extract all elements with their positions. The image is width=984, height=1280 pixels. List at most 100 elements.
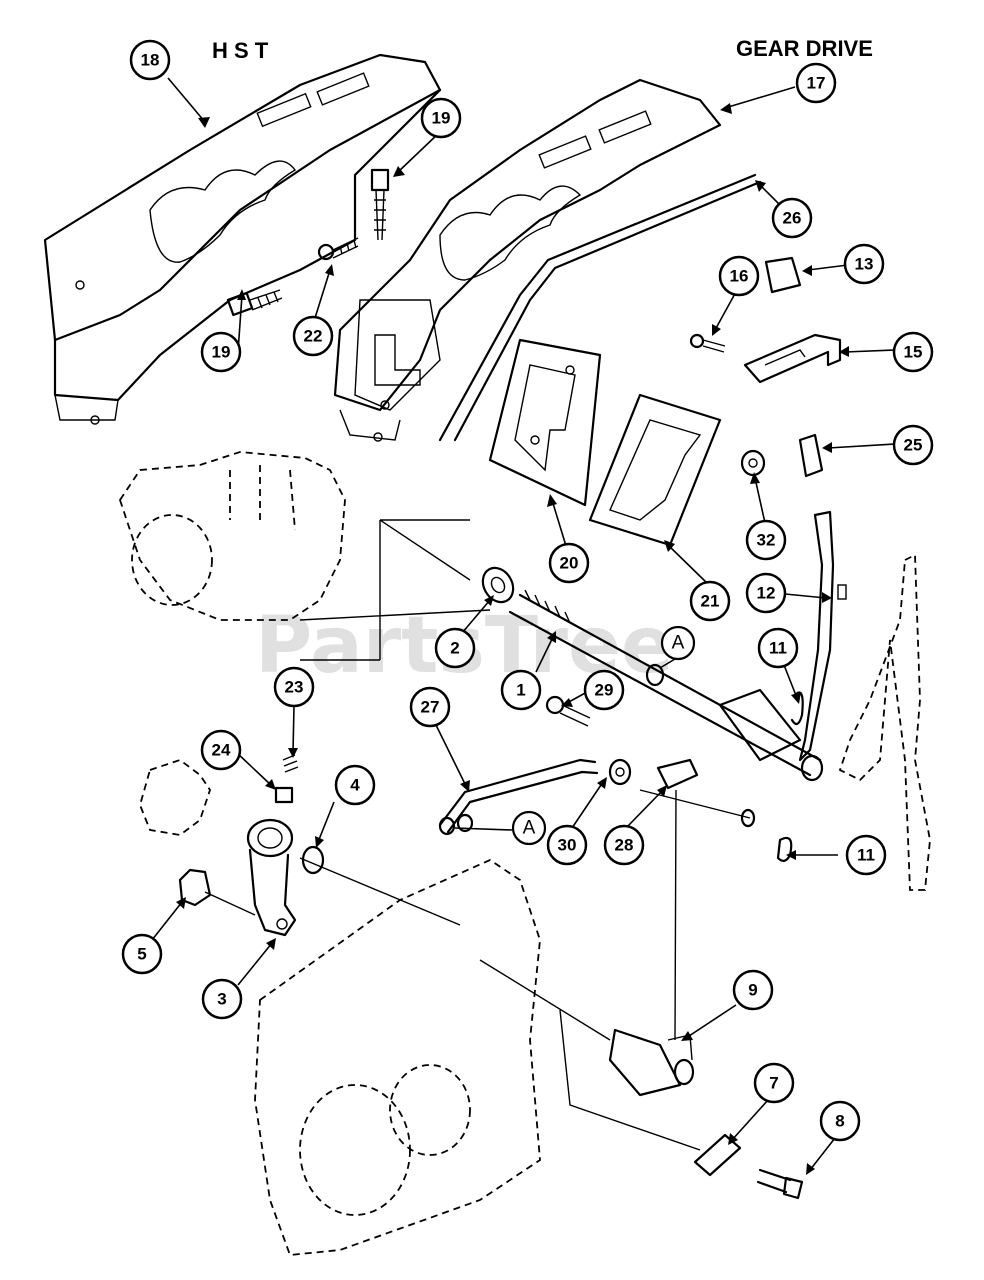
callout-2: 2 bbox=[434, 627, 476, 669]
callout-8: 8 bbox=[819, 1100, 861, 1142]
svg-text:A: A bbox=[523, 818, 536, 839]
svg-text:A: A bbox=[672, 633, 685, 654]
part-19-bolt-lower bbox=[226, 289, 283, 317]
callout-11-upper: 11 bbox=[757, 627, 799, 669]
svg-text:17: 17 bbox=[807, 74, 826, 93]
callout-19-lower: 19 bbox=[200, 331, 242, 373]
part-9-shaft bbox=[608, 1028, 695, 1097]
part-12-lever bbox=[798, 510, 847, 762]
callout-15: 15 bbox=[892, 331, 934, 373]
svg-text:23: 23 bbox=[285, 678, 304, 697]
svg-text:26: 26 bbox=[783, 209, 802, 228]
part-22-screw bbox=[317, 237, 359, 261]
callout-23: 23 bbox=[273, 666, 315, 708]
svg-text:18: 18 bbox=[141, 51, 160, 70]
part-8-bolt bbox=[756, 1168, 804, 1200]
svg-text:19: 19 bbox=[212, 343, 231, 362]
svg-text:20: 20 bbox=[560, 554, 579, 573]
part-1-shaft bbox=[508, 589, 824, 782]
transmission-outline-lower bbox=[139, 758, 541, 1256]
part-3-arm bbox=[246, 818, 297, 937]
part-7-plate bbox=[693, 1133, 742, 1177]
part-20-plate bbox=[488, 338, 602, 507]
svg-text:16: 16 bbox=[730, 267, 749, 286]
svg-text:11: 11 bbox=[769, 639, 787, 658]
callout-21: 21 bbox=[689, 580, 731, 622]
part-19-bolt-upper bbox=[370, 168, 390, 241]
callout-19-upper: 19 bbox=[420, 97, 462, 139]
svg-text:2: 2 bbox=[450, 639, 459, 658]
svg-text:19: 19 bbox=[432, 109, 451, 128]
svg-text:15: 15 bbox=[904, 343, 923, 362]
callout-26: 26 bbox=[771, 197, 813, 239]
reference-mark-a-lower: A bbox=[511, 810, 547, 846]
svg-text:1: 1 bbox=[516, 681, 525, 700]
svg-text:29: 29 bbox=[595, 681, 614, 700]
centerline-arm bbox=[204, 857, 461, 926]
svg-text:30: 30 bbox=[558, 836, 577, 855]
callout-leaders bbox=[151, 77, 896, 1175]
svg-text:22: 22 bbox=[304, 327, 323, 346]
part-28-swivel bbox=[656, 758, 699, 1041]
callout-16: 16 bbox=[718, 255, 760, 297]
callout-7: 7 bbox=[753, 1062, 795, 1104]
svg-text:28: 28 bbox=[615, 836, 634, 855]
callout-3: 3 bbox=[201, 978, 243, 1020]
svg-text:25: 25 bbox=[904, 436, 923, 455]
part-30-nut bbox=[608, 758, 632, 786]
callout-27: 27 bbox=[409, 686, 451, 728]
callout-1: 1 bbox=[500, 669, 542, 711]
callout-25: 25 bbox=[892, 424, 934, 466]
callout-5: 5 bbox=[121, 933, 163, 975]
frame-outline-right bbox=[838, 553, 931, 891]
svg-text:9: 9 bbox=[748, 981, 757, 1000]
part-21-plate bbox=[588, 393, 722, 547]
part-17-gear-drive-plate bbox=[333, 78, 722, 442]
callout-12: 12 bbox=[745, 572, 787, 614]
svg-text:3: 3 bbox=[217, 990, 226, 1009]
callout-29: 29 bbox=[583, 669, 625, 711]
centerline-shaft bbox=[299, 519, 491, 661]
reference-mark-a-upper: A bbox=[660, 625, 696, 661]
svg-text:27: 27 bbox=[421, 698, 440, 717]
part-2-collar bbox=[481, 566, 515, 604]
svg-text:13: 13 bbox=[855, 255, 874, 274]
part-16-screw bbox=[689, 333, 726, 353]
svg-text:8: 8 bbox=[835, 1112, 844, 1131]
callout-28: 28 bbox=[603, 824, 645, 866]
centerline-lever bbox=[639, 789, 751, 819]
heading-hst: H S T bbox=[212, 38, 269, 63]
svg-text:4: 4 bbox=[350, 776, 360, 795]
svg-text:32: 32 bbox=[757, 531, 776, 550]
part-23-setscrew bbox=[282, 754, 299, 773]
svg-text:12: 12 bbox=[757, 584, 776, 603]
heading-gear-drive: GEAR DRIVE bbox=[736, 36, 873, 61]
callout-18: 18 bbox=[129, 39, 171, 81]
part-26-rod bbox=[438, 173, 762, 442]
callout-9: 9 bbox=[732, 969, 774, 1011]
centerline-shaft9 bbox=[479, 959, 701, 1151]
svg-text:11: 11 bbox=[857, 846, 875, 865]
engine-outline-upper bbox=[119, 451, 346, 621]
callout-20: 20 bbox=[548, 542, 590, 584]
callout-32: 32 bbox=[745, 519, 787, 561]
callout-30: 30 bbox=[546, 824, 588, 866]
part-32-nut bbox=[740, 449, 766, 477]
callout-13: 13 bbox=[843, 243, 885, 285]
svg-text:21: 21 bbox=[701, 592, 720, 611]
svg-text:24: 24 bbox=[212, 741, 231, 760]
callout-11-lower: 11 bbox=[845, 834, 887, 876]
part-18-hst-plate bbox=[43, 53, 442, 425]
svg-text:5: 5 bbox=[137, 945, 146, 964]
callout-4: 4 bbox=[334, 764, 376, 806]
part-11-pin-lower bbox=[776, 836, 793, 862]
callout-24: 24 bbox=[200, 729, 242, 771]
callout-17: 17 bbox=[795, 62, 837, 104]
part-24-fitting bbox=[274, 786, 294, 804]
svg-text:7: 7 bbox=[769, 1074, 778, 1093]
part-15-bracket bbox=[743, 333, 842, 384]
part-washer-small bbox=[740, 808, 756, 828]
callout-22: 22 bbox=[292, 315, 334, 357]
part-25-clip bbox=[798, 433, 824, 478]
